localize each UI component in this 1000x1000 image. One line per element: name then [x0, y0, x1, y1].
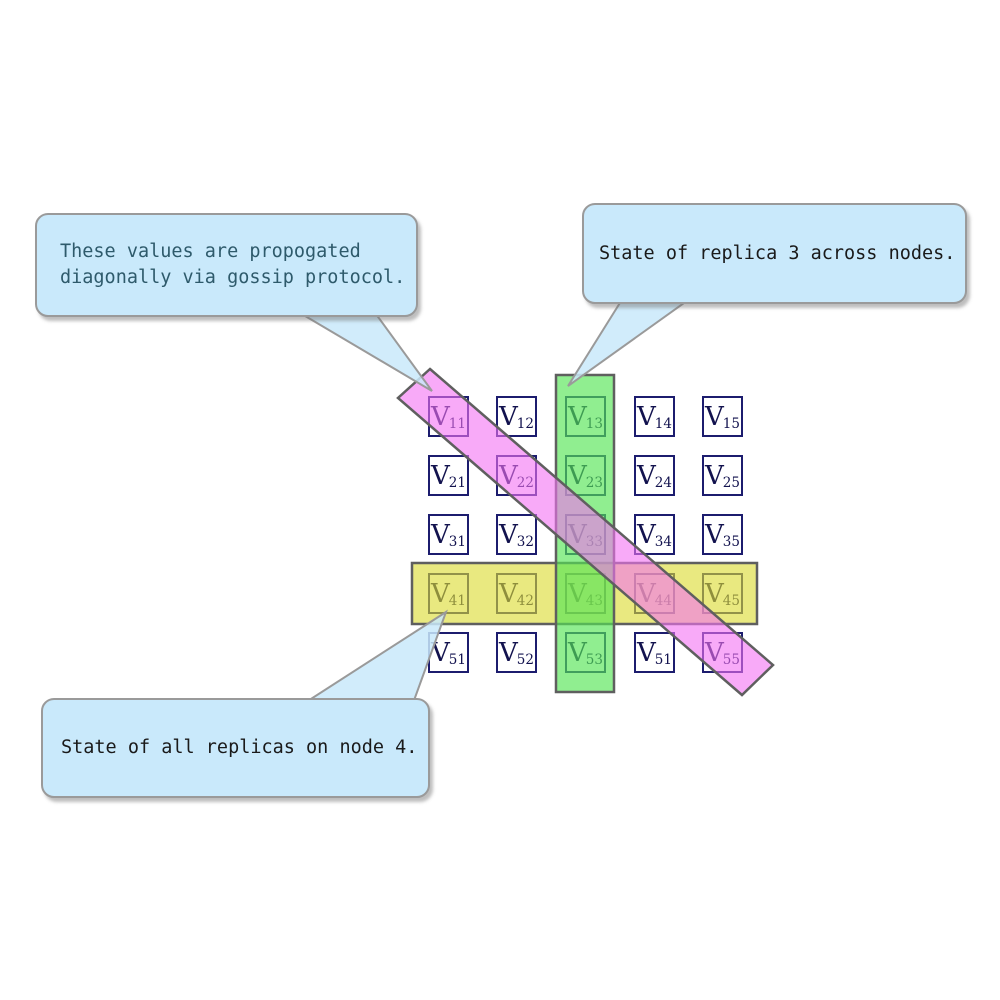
cell-base: V — [431, 460, 450, 491]
cell-subscript: 13 — [585, 415, 603, 432]
cell-subscript: 44 — [654, 592, 672, 609]
cell-subscript: 51 — [448, 651, 466, 668]
cell-subscript: 12 — [516, 415, 534, 432]
cell-subscript: 22 — [516, 474, 534, 491]
cell-subscript: 21 — [448, 474, 466, 491]
callout-node4-state: State of all replicas on node 4. — [41, 698, 430, 798]
cell-base: V — [637, 401, 656, 432]
cell-base: V — [705, 637, 724, 668]
cell-subscript: 24 — [654, 474, 672, 491]
cell-base: V — [568, 637, 587, 668]
cell-base: V — [637, 460, 656, 491]
cell-base: V — [705, 578, 724, 609]
cell-subscript: 42 — [516, 592, 534, 609]
cell-base: V — [705, 460, 724, 491]
cell-subscript: 31 — [448, 533, 466, 550]
cell-base: V — [499, 401, 518, 432]
callout-text-line: These values are propogated — [60, 241, 361, 262]
cell-base: V — [568, 460, 587, 491]
callout-replica3-state: State of replica 3 across nodes. — [582, 203, 967, 304]
cell-subscript: 45 — [722, 592, 740, 609]
cell-base: V — [499, 578, 518, 609]
cell-base: V — [637, 519, 656, 550]
cell-subscript: 32 — [516, 533, 534, 550]
cell-subscript: 11 — [448, 415, 466, 432]
cell-base: V — [499, 637, 518, 668]
cell-subscript: 55 — [722, 651, 740, 668]
cell-subscript: 33 — [585, 533, 603, 550]
callout-tail-node4 — [296, 609, 448, 707]
cell-subscript: 34 — [654, 533, 672, 550]
cell-base: V — [431, 578, 450, 609]
cell-base: V — [705, 401, 724, 432]
callout-text-line: diagonally via gossip protocol. — [60, 267, 406, 288]
cell-subscript: 43 — [585, 592, 603, 609]
cell-subscript: 35 — [722, 533, 740, 550]
cell-base: V — [431, 401, 450, 432]
cell-subscript: 25 — [722, 474, 740, 491]
cell-base: V — [568, 401, 587, 432]
cell-base: V — [431, 519, 450, 550]
cell-base: V — [568, 519, 587, 550]
cell-base: V — [705, 519, 724, 550]
callout-text-line: State of replica 3 across nodes. — [599, 242, 956, 264]
cell-subscript: 23 — [585, 474, 603, 491]
cell-base: V — [568, 578, 587, 609]
cell-subscript: 15 — [722, 415, 740, 432]
callout-tail-replica — [567, 297, 695, 387]
cell-base: V — [499, 460, 518, 491]
cell-subscript: 14 — [654, 415, 672, 432]
callout-text-line: State of all replicas on node 4. — [61, 737, 418, 758]
cell-subscript: 52 — [516, 651, 534, 668]
cell-subscript: 51 — [654, 651, 672, 668]
cell-base: V — [637, 578, 656, 609]
cell-subscript: 41 — [448, 592, 466, 609]
callout-gossip-protocol: These values are propogated diagonally v… — [35, 213, 418, 317]
cell-base: V — [499, 519, 518, 550]
callout-tail-gossip — [291, 309, 433, 392]
cell-base: V — [431, 637, 450, 668]
cell-base: V — [637, 637, 656, 668]
cell-subscript: 53 — [585, 651, 603, 668]
